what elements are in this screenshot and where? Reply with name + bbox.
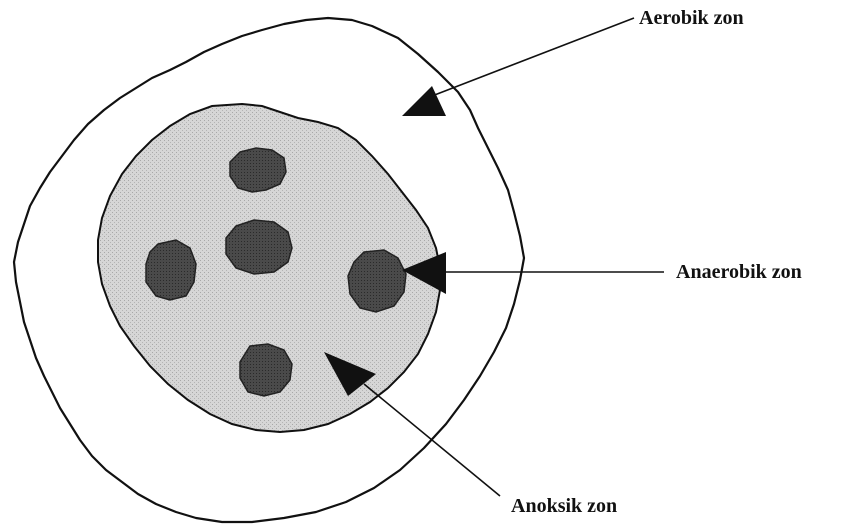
anaerobic-core (226, 220, 292, 274)
anaerobic-core (146, 240, 196, 300)
aerobic-pointer-line (432, 18, 634, 96)
anaerobic-zone-label: Anaerobik zon (676, 262, 802, 282)
anoxic-zone-label: Anoksik zon (511, 496, 617, 516)
aerobic-zone-label: Aerobik zon (639, 8, 744, 28)
anaerobic-core (230, 148, 286, 192)
